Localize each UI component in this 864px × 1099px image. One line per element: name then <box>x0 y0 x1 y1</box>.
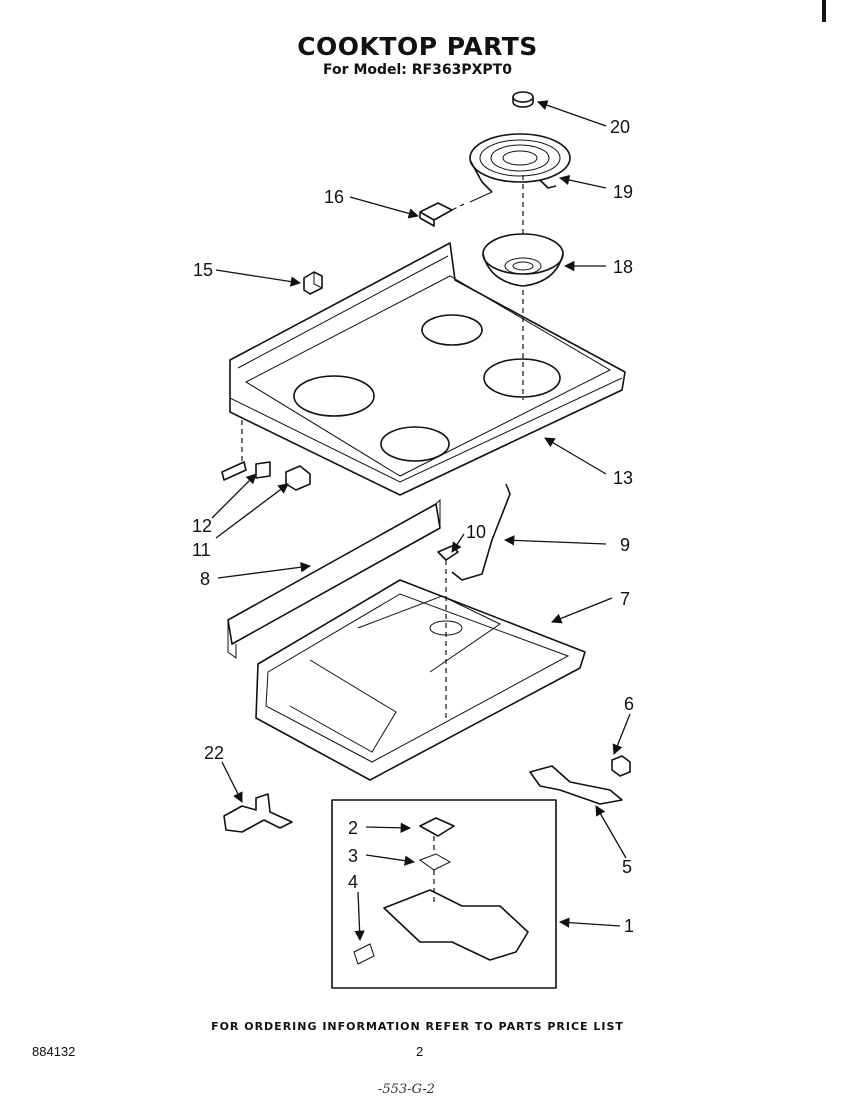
document-number: 884132 <box>32 1044 76 1059</box>
part-6-clip <box>611 755 631 777</box>
callout-10: 10 <box>466 522 486 542</box>
callout-labels: 20 19 16 18 15 13 12 11 10 9 8 7 6 22 2 … <box>192 117 634 936</box>
scan-mark <box>822 0 826 22</box>
callout-4: 4 <box>348 872 358 892</box>
part-7-burner-box <box>255 579 586 781</box>
callout-19: 19 <box>613 182 633 202</box>
inset-box <box>331 799 557 989</box>
part-9-rod <box>451 483 511 581</box>
part-16-receptacle <box>419 202 465 227</box>
page-number: 2 <box>416 1044 424 1059</box>
part-22-bracket <box>223 793 293 833</box>
handwritten-note: -553-G-2 <box>378 1082 435 1097</box>
callout-12: 12 <box>192 516 212 536</box>
part-15-clip <box>303 271 323 295</box>
callout-13: 13 <box>613 468 633 488</box>
leader-lines <box>211 100 631 942</box>
callout-2: 2 <box>348 818 358 838</box>
callout-8: 8 <box>200 569 210 589</box>
part-11-spacer <box>285 465 311 491</box>
part-8-rear-panel <box>227 498 441 659</box>
callout-7: 7 <box>620 589 630 609</box>
callout-3: 3 <box>348 846 358 866</box>
callout-16: 16 <box>324 187 344 207</box>
part-5-bracket <box>529 765 623 805</box>
page-title: COOKTOP PARTS <box>297 32 538 61</box>
callout-15: 15 <box>193 260 213 280</box>
callout-9: 9 <box>620 535 630 555</box>
callout-22: 22 <box>204 743 224 763</box>
callout-18: 18 <box>613 257 633 277</box>
part-18-drip-bowl <box>482 233 564 287</box>
part-19-surface-element <box>469 133 571 203</box>
ordering-note: FOR ORDERING INFORMATION REFER TO PARTS … <box>211 1020 624 1033</box>
callout-6: 6 <box>624 694 634 714</box>
callout-1: 1 <box>624 916 634 936</box>
part-12-pin <box>221 461 271 481</box>
model-line: For Model: RF363PXPT0 <box>323 62 512 78</box>
callout-5: 5 <box>622 857 632 877</box>
callout-20: 20 <box>610 117 630 137</box>
part-13-cooktop <box>229 242 626 496</box>
part-20-cap <box>512 91 534 108</box>
callout-11: 11 <box>192 540 211 560</box>
